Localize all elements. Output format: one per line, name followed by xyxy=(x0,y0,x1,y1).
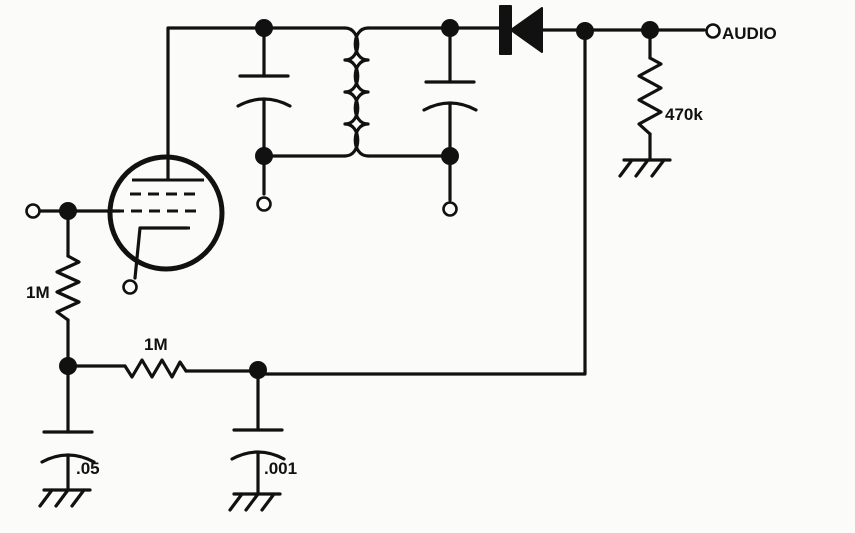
ground-grid-cap-icon xyxy=(38,488,92,508)
ground-filter-cap-icon xyxy=(228,492,282,512)
load-resistor-label: 470k xyxy=(665,105,703,124)
load-resistor xyxy=(637,56,663,136)
audio-output-label: AUDIO xyxy=(722,24,777,43)
secondary-tap-terminal xyxy=(442,201,458,217)
audio-output-terminal xyxy=(705,23,721,39)
vacuum-tube xyxy=(107,154,225,272)
detector-diode xyxy=(499,5,543,55)
secondary-bottom-wire xyxy=(366,102,452,202)
secondary-coil xyxy=(353,26,370,158)
series-resistor xyxy=(123,358,188,379)
secondary-tuning-capacitor xyxy=(422,80,478,112)
grid-capacitor-label: .05 xyxy=(76,459,100,478)
tube-envelope xyxy=(107,154,225,272)
ground-load-icon xyxy=(618,158,672,178)
plate-wire xyxy=(166,26,347,180)
diode-bar xyxy=(499,5,512,55)
filter-capacitor-label: .001 xyxy=(264,459,297,478)
grid-resistor-label: 1M xyxy=(26,283,50,302)
filter-capacitor xyxy=(230,428,286,461)
rf-transformer xyxy=(343,26,370,158)
tank-primary-bottom-wire xyxy=(262,98,347,196)
feedback-return-wire xyxy=(256,28,587,376)
primary-tuning-capacitor xyxy=(236,74,292,108)
input-terminal xyxy=(25,203,41,219)
diode-triangle xyxy=(510,7,543,53)
grid-resistor xyxy=(55,254,81,322)
terminals xyxy=(25,23,721,295)
filter-node-wire xyxy=(66,364,260,373)
series-resistor-label: 1M xyxy=(144,335,168,354)
tube-plate xyxy=(132,164,204,182)
cathode-terminal xyxy=(122,279,138,295)
primary-tap-terminal xyxy=(256,196,272,212)
junction-dots xyxy=(59,19,659,379)
grid-capacitor xyxy=(40,430,96,464)
primary-coil xyxy=(343,26,360,158)
